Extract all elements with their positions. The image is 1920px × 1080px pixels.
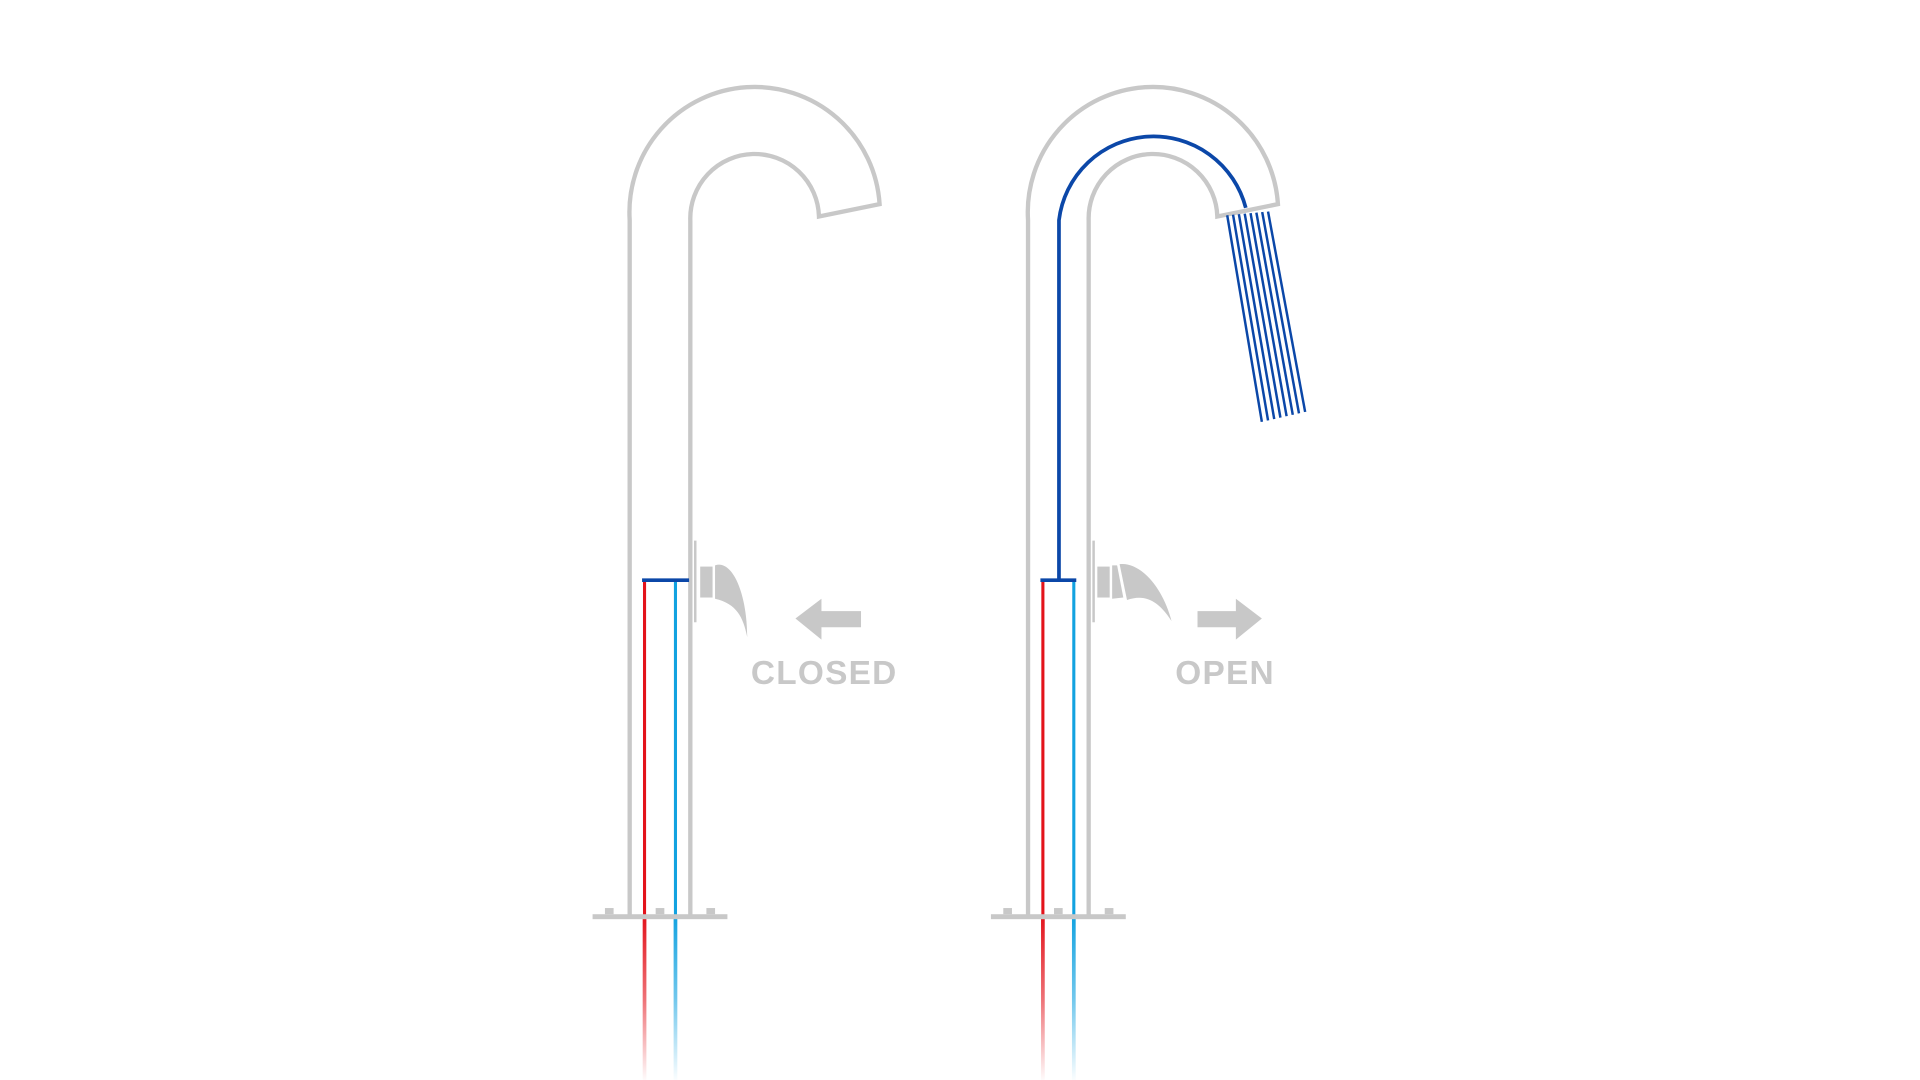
faucet-closed: CLOSED <box>592 84 898 1080</box>
arrow-right-icon <box>1197 598 1262 640</box>
arrow-left-icon <box>795 598 862 640</box>
water-flow-line <box>1057 134 1248 581</box>
spray-stream <box>1266 211 1307 413</box>
faucet-body <box>1025 84 1281 916</box>
base-plate <box>592 908 728 920</box>
lever-handle-open <box>1092 540 1172 623</box>
spray-stream <box>1225 215 1264 423</box>
open-label: OPEN <box>1175 655 1275 692</box>
base-plate <box>990 908 1126 920</box>
cold-supply-line <box>1071 915 1076 1080</box>
spray-stream <box>1243 213 1282 418</box>
faucet-body <box>627 84 882 916</box>
hot-supply-line <box>1041 915 1045 1080</box>
spray-stream <box>1255 212 1295 416</box>
closed-label: CLOSED <box>751 655 898 692</box>
spray-stream <box>1260 211 1301 414</box>
lever-handle-closed <box>694 540 748 638</box>
spray-stream <box>1249 212 1288 417</box>
spray-stream <box>1237 213 1276 420</box>
hot-supply-line <box>642 915 647 1080</box>
spray-stream <box>1231 214 1270 421</box>
water-spray <box>1225 211 1307 423</box>
cold-supply-line <box>673 915 678 1080</box>
faucet-open: OPEN <box>990 84 1307 1080</box>
